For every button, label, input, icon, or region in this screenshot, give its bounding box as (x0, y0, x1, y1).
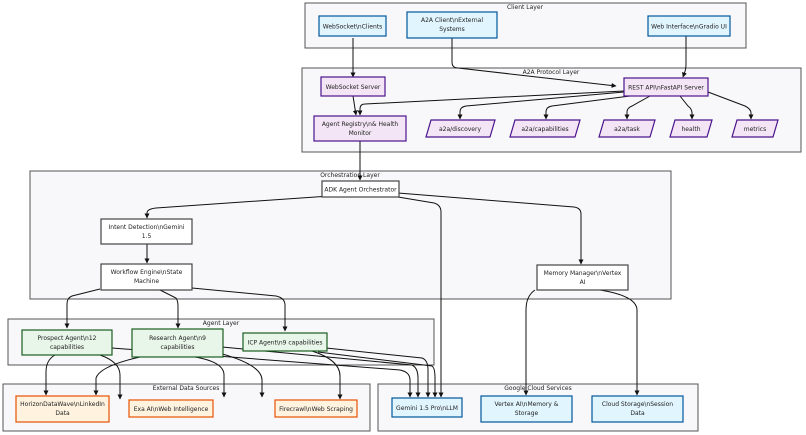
node-rest-api[interactable]: REST API\nFastAPI Server (623, 77, 709, 97)
google-cloud-services-title: Google Cloud Services (504, 385, 571, 392)
vertex-label-1: Vertex AI\nMemory & (495, 401, 559, 408)
agent-registry-label-2: Monitor (349, 130, 372, 137)
node-adk-orchestrator[interactable]: ADK Agent Orchestrator (321, 180, 400, 198)
workflow-engine-label-1: Workflow Engine\nState (111, 269, 183, 276)
edge-research-to-firecrawl (214, 351, 265, 398)
edge-prospect-to-exa (99, 354, 123, 400)
node-metrics[interactable]: metrics (731, 119, 779, 138)
a2a-client-label-1: A2A Client\nExternal (421, 17, 483, 24)
node-websocket-clients[interactable]: WebSocket\nClients (318, 15, 387, 37)
node-workflow-engine[interactable]: Workflow Engine\nState Machine (100, 263, 193, 291)
edge-research-to-gemini (221, 346, 421, 398)
research-agent-label-1: Research Agent\n9 (149, 335, 206, 342)
node-firecrawl[interactable]: Firecrawl\nWeb Scraping (274, 399, 358, 418)
edge-research-to-horizon (93, 356, 141, 396)
edge-memory-to-vertex (523, 289, 536, 396)
edge-icp-to-gemini (325, 347, 431, 398)
edge-websocket-server-to-registry (352, 95, 358, 116)
edge-workflow-to-icp (191, 287, 288, 332)
a2a-client-label-2: Systems (439, 26, 465, 33)
cloud-storage-label-1: Cloud Storage\nSession (602, 401, 673, 408)
edge-rest-api-to-task (624, 95, 651, 120)
edge-web-interface-to-rest-api (682, 36, 687, 78)
horizon-label-1: HorizonDataWave\nLinkedIn (20, 401, 105, 408)
vertex-label-2: Storage (515, 410, 539, 417)
intent-detection-label-2: 1.5 (142, 233, 152, 240)
a2a-protocol-layer-title: A2A Protocol Layer (523, 69, 580, 76)
memory-manager-label-2: AI (580, 279, 586, 286)
node-agent-registry[interactable]: Agent Registry\n& Health Monitor (313, 115, 407, 142)
node-vertex-ai[interactable]: Vertex AI\nMemory & Storage (480, 395, 573, 423)
edge-research-to-exa (194, 356, 227, 398)
edge-orchestrator-to-gemini (397, 196, 444, 398)
node-a2a-task[interactable]: a2a/task (598, 119, 656, 138)
intent-detection-label-1: Intent Detection\nGemini (109, 224, 185, 231)
client-layer-title: Client Layer (507, 4, 544, 11)
a2a-discovery-label: a2a/discovery (439, 126, 481, 133)
websocket-server-label: WebSocket Server (326, 84, 381, 91)
edge-memory-to-cloud-storage (599, 289, 640, 396)
edge-rest-api-to-registry (357, 90, 625, 116)
firecrawl-label: Firecrawl\nWeb Scraping (279, 406, 353, 413)
edge-orchestrator-to-memory (397, 192, 584, 265)
edge-orchestrator-to-intent (144, 195, 331, 219)
edge-icp-to-gemini-b (317, 351, 438, 398)
node-cloud-storage[interactable]: Cloud Storage\nSession Data (591, 395, 684, 423)
node-prospect-agent[interactable]: Prospect Agent\n12 capabilities (21, 329, 113, 356)
cloud-storage-label-2: Data (630, 410, 645, 417)
edge-rest-api-to-metrics (707, 91, 754, 120)
edges (43, 36, 754, 400)
icp-agent-label: ICP Agent\n9 capabilities (248, 340, 323, 347)
horizon-label-2: Data (55, 410, 70, 417)
edge-rest-api-to-discovery (457, 91, 625, 120)
memory-manager-label-1: Memory Manager\nVertex (544, 270, 622, 277)
prospect-agent-label-2: capabilities (50, 344, 84, 351)
node-icp-agent[interactable]: ICP Agent\n9 capabilities (242, 332, 328, 352)
node-memory-manager[interactable]: Memory Manager\nVertex AI (536, 264, 629, 291)
external-data-sources-title: External Data Sources (153, 385, 220, 392)
edge-rest-api-to-health (679, 95, 695, 120)
node-a2a-capabilities[interactable]: a2a/capabilities (509, 119, 581, 138)
edge-workflow-to-prospect (64, 288, 101, 329)
agent-registry-label-1: Agent Registry\n& Health (322, 121, 399, 128)
edge-a2a-client-to-rest-api (451, 38, 617, 88)
gemini-label: Gemini 1.5 Pro\nLLM (396, 405, 458, 412)
node-a2a-discovery[interactable]: a2a/discovery (425, 119, 496, 138)
prospect-agent-label-1: Prospect Agent\n12 (38, 335, 97, 342)
adk-orchestrator-label: ADK Agent Orchestrator (324, 187, 397, 194)
edge-rest-api-to-capabilities (543, 95, 631, 120)
edge-workflow-to-research (159, 289, 181, 329)
node-gemini[interactable]: Gemini 1.5 Pro\nLLM (391, 397, 463, 418)
edge-prospect-to-gemini (111, 347, 413, 398)
research-agent-label-2: capabilities (160, 344, 194, 351)
edge-icp-to-firecrawl (311, 350, 343, 400)
metrics-label: metrics (744, 126, 766, 133)
node-health[interactable]: health (669, 119, 713, 138)
health-label: health (682, 126, 701, 133)
node-exa-ai[interactable]: Exa AI\nWeb Intelligence (128, 399, 214, 418)
rest-api-label: REST API\nFastAPI Server (628, 85, 704, 92)
websocket-clients-label: WebSocket\nClients (323, 24, 382, 31)
orchestration-layer-title: Orchestration Layer (320, 172, 380, 179)
a2a-capabilities-label: a2a/capabilities (521, 126, 568, 133)
exa-label: Exa AI\nWeb Intelligence (134, 406, 209, 413)
a2a-task-label: a2a/task (614, 126, 640, 133)
node-web-interface[interactable]: Web Interface\nGradio UI (647, 15, 731, 37)
node-research-agent[interactable]: Research Agent\n9 capabilities (131, 328, 224, 358)
workflow-engine-label-2: Machine (134, 278, 159, 285)
edge-prospect-to-horizon (43, 354, 56, 396)
agent-layer-title: Agent Layer (203, 320, 240, 327)
node-a2a-client[interactable]: A2A Client\nExternal Systems (406, 11, 498, 39)
node-intent-detection[interactable]: Intent Detection\nGemini 1.5 (100, 218, 193, 245)
node-horizon-data-wave[interactable]: HorizonDataWave\nLinkedIn Data (15, 395, 110, 423)
node-websocket-server[interactable]: WebSocket Server (320, 76, 386, 97)
web-interface-label: Web Interface\nGradio UI (651, 24, 727, 31)
